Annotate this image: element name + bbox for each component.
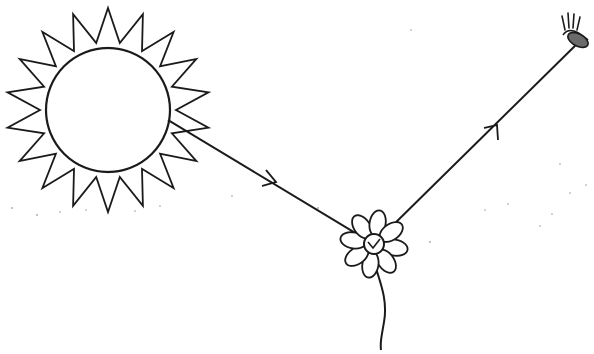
flower-center — [364, 234, 384, 254]
flower-stem — [374, 262, 385, 350]
eyelashes — [562, 13, 580, 30]
sun — [8, 8, 209, 212]
incident-ray — [168, 120, 362, 237]
reflected-ray — [384, 38, 583, 234]
sun-disc — [46, 48, 170, 172]
eye-icon — [562, 13, 591, 50]
